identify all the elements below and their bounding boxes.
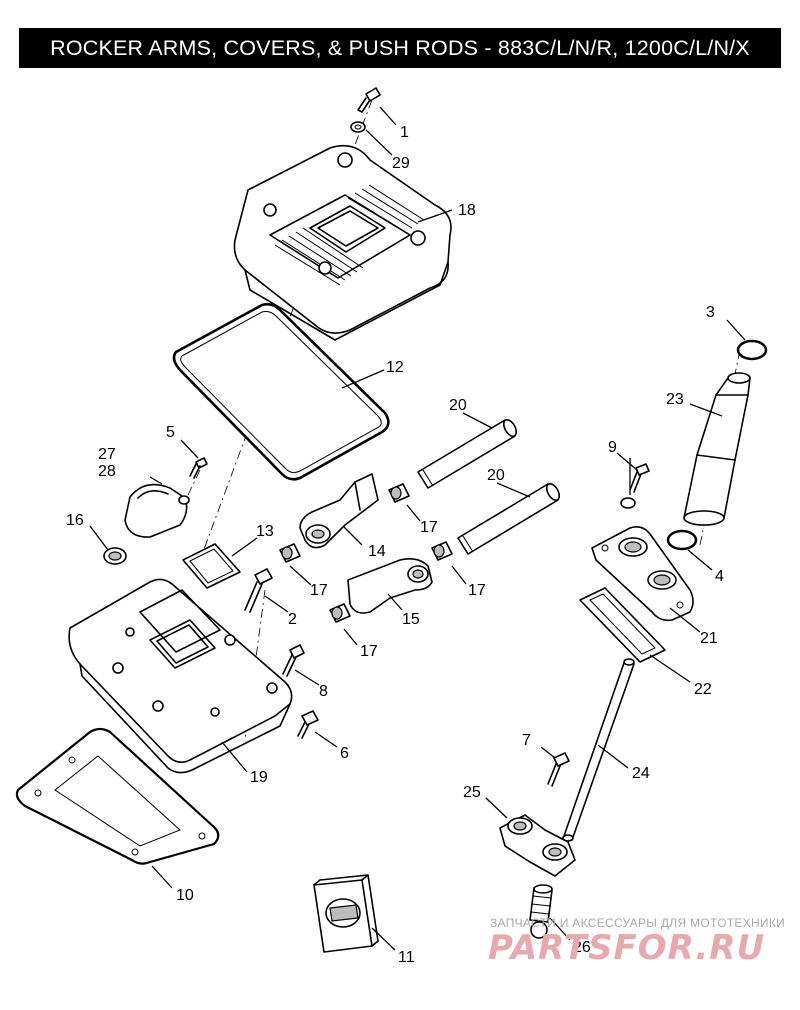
callout-29: 29 [392,155,410,172]
part-22-gasket [579,587,666,663]
callout-17: 17 [420,519,438,536]
part-15-rocker-arm [347,558,433,614]
callout-17: 17 [360,643,378,660]
callout-15: 15 [402,611,420,628]
callout-1: 1 [400,124,409,141]
part-18-rocker-cover [233,144,452,341]
part-17-bushing [329,603,351,623]
callout-16: 16 [66,512,84,529]
part-4-o-ring [666,529,698,551]
part-12-cover-gasket [172,302,390,481]
part-20-rocker-shaft-upper [417,419,518,489]
part-29-washer [350,121,366,133]
callout-10: 10 [176,887,194,904]
part-13-gasket [182,543,241,589]
callout-13: 13 [256,523,274,540]
part-26-hydraulic-lifter [529,884,553,939]
callout-numbers: 1 29 18 3 12 23 20 20 5 27 28 9 16 13 17… [66,124,724,966]
callout-24: 24 [632,765,650,782]
callout-23: 23 [666,391,684,408]
callout-19: 19 [250,769,268,786]
part-19-rocker-housing [68,578,293,774]
part-7-screw [547,752,570,787]
callout-22: 22 [694,681,712,698]
callout-5: 5 [166,424,175,441]
callout-2: 2 [288,611,297,628]
callout-18: 18 [458,202,476,219]
part-3-o-ring [736,339,768,361]
callout-25: 25 [463,784,481,801]
callout-20: 20 [487,467,505,484]
part-10-gasket [15,727,220,865]
part-14-rocker-arm [299,473,379,549]
part-1-screw [357,87,381,113]
callout-20: 20 [449,397,467,414]
callout-6: 6 [340,745,349,762]
part-21-push-rod-cover-base [591,526,694,622]
callout-9: 9 [608,439,617,456]
callout-21: 21 [700,630,718,647]
part-24-push-rod [562,658,635,842]
part-16-plug [103,547,127,565]
callout-26: 26 [573,939,591,956]
callout-17: 17 [310,582,328,599]
part-11-gasket-kit-package [313,874,379,953]
callout-27: 27 [98,446,116,463]
part-20-rocker-shaft-lower [457,483,561,555]
part-17-bushing [279,543,301,563]
callout-11: 11 [398,949,415,966]
part-17-bushing [388,483,410,503]
callout-14: 14 [368,543,386,560]
callout-3: 3 [706,304,715,321]
callout-12: 12 [386,359,404,376]
part-17-bushing [431,541,453,561]
callout-leaders [89,106,746,951]
part-23-push-rod-tube [683,372,751,526]
callout-4: 4 [715,568,724,585]
part-28-breather-cover [124,483,190,538]
part-5-screw [189,457,208,479]
part-8-screw [282,644,305,677]
callout-28: 28 [98,463,116,480]
callout-7: 7 [522,732,531,749]
part-2-screw [244,568,273,613]
callout-8: 8 [319,683,328,700]
title-bar: ROCKER ARMS, COVERS, & PUSH RODS - 883C/… [19,28,781,68]
diagram-title: ROCKER ARMS, COVERS, & PUSH RODS - 883C/… [50,35,750,60]
part-6-screw [297,710,319,739]
callout-17: 17 [468,582,486,599]
part-9-screw [620,463,650,509]
part-25-anti-rotation-block [499,814,576,877]
watermark-logo: PARTSFOR.RU [488,928,766,968]
watermark-tagline: ЗАПЧАСТИ И АКСЕССУАРЫ ДЛЯ МОТОТЕХНИКИ [490,916,786,930]
